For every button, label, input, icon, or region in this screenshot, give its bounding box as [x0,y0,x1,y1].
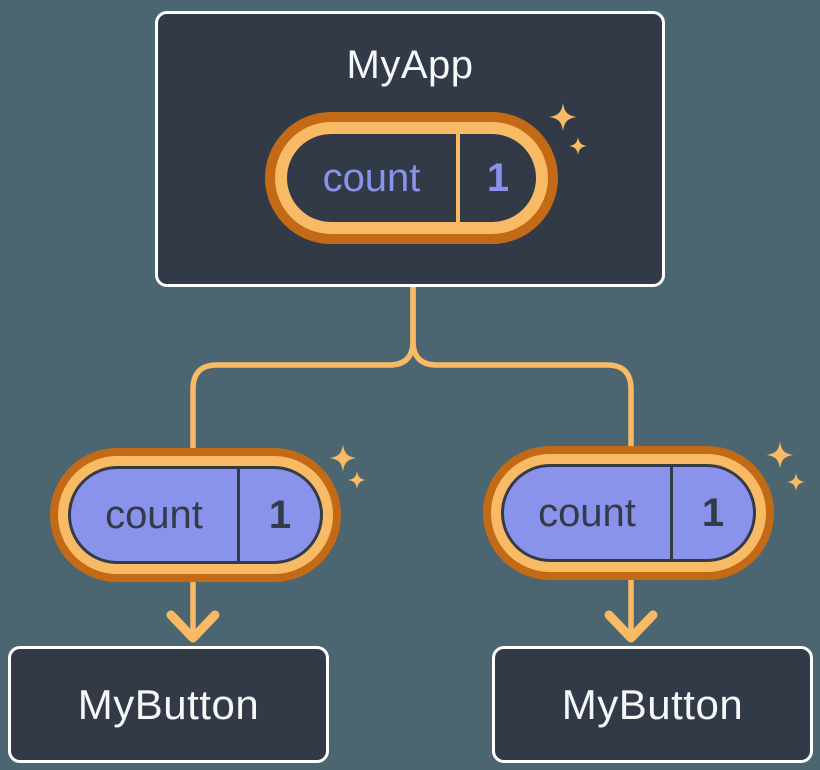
root-state-pill: count 1 [265,112,558,244]
sparkle-icon [348,471,366,489]
state-pill-ring: count 1 [275,122,548,234]
right-child-component-card: MyButton [492,646,813,763]
right-prop-pill-body: count 1 [501,464,756,562]
state-pill-body: count 1 [287,134,536,222]
left-child-component-label: MyButton [77,680,260,728]
right-child-component-label: MyButton [561,680,744,728]
left-prop-key-label: count [105,492,203,537]
right-prop-pill: count 1 [483,446,774,580]
left-child-component-card: MyButton [8,646,329,763]
right-prop-pill-ring: count 1 [491,454,766,572]
right-prop-pill-divider [670,467,673,559]
root-component-label: MyApp [346,43,474,87]
state-key-label: count [322,155,421,200]
left-prop-value-label: 1 [268,492,292,537]
left-prop-pill: count 1 [50,448,341,582]
right-prop-key-label: count [538,490,636,535]
state-value-label: 1 [486,155,510,200]
sparkle-icon [766,441,794,469]
left-prop-pill-body: count 1 [68,466,323,564]
arrowhead-down-right-icon [604,610,658,643]
state-pill-divider [456,134,460,222]
sparkle-icon [329,444,357,472]
left-prop-pill-ring: count 1 [58,456,333,574]
sparkle-icon [787,473,805,491]
right-prop-value-label: 1 [701,490,725,535]
arrowhead-down-left-icon [166,610,220,643]
